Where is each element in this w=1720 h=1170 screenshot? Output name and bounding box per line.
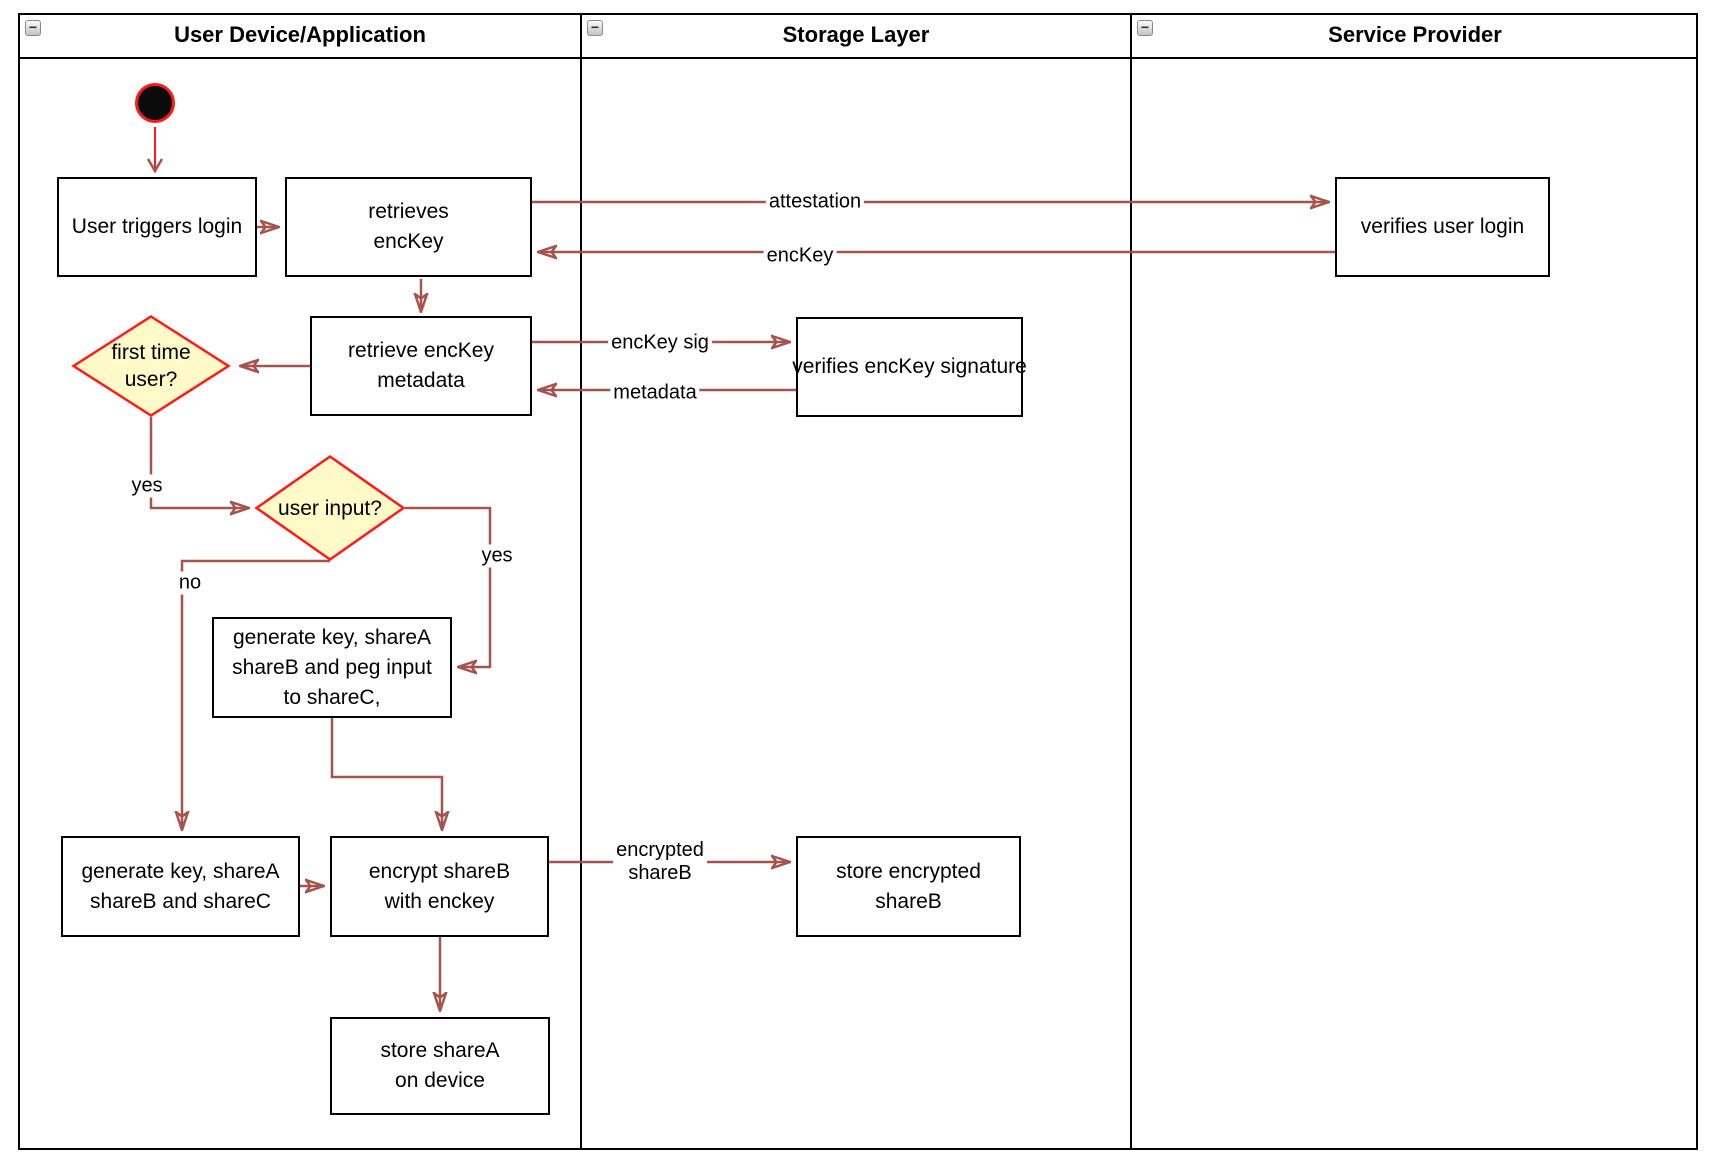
node-generate-key-shares[interactable]: generate key, shareA shareB and shareC bbox=[61, 836, 300, 937]
node-retrieves-enckey[interactable]: retrieves encKey bbox=[285, 177, 532, 277]
edge-label-yes-first-time: yes bbox=[128, 474, 166, 498]
node-store-sharea[interactable]: store shareA on device bbox=[330, 1017, 550, 1115]
lane-header-separator bbox=[18, 57, 1698, 59]
edge-label-enckey-sig: encKey sig bbox=[608, 331, 712, 355]
node-verifies-enckey-signature[interactable]: verifies encKey signature bbox=[792, 317, 1027, 417]
lane-header-user-device[interactable]: User Device/Application bbox=[20, 13, 580, 57]
swimlane-pool bbox=[18, 13, 1698, 1150]
collapse-icon[interactable]: − bbox=[587, 20, 603, 36]
lane-divider-2 bbox=[1130, 13, 1132, 1150]
decision-user-input[interactable]: user input? bbox=[254, 454, 406, 562]
node-store-encrypted-shareb[interactable]: store encrypted shareB bbox=[796, 836, 1021, 937]
node-label: store shareA on device bbox=[380, 1039, 500, 1092]
lane-divider-1 bbox=[580, 13, 582, 1150]
node-label: verifies user login bbox=[1360, 215, 1525, 238]
node-retrieve-enckey-metadata[interactable]: retrieve encKey metadata bbox=[310, 316, 532, 416]
collapse-icon[interactable]: − bbox=[25, 20, 41, 36]
lane-title-user-device: User Device/Application bbox=[174, 22, 426, 47]
node-label: encrypt shareB with enckey bbox=[368, 859, 511, 913]
node-label: generate key, shareA shareB and peg inpu… bbox=[232, 625, 432, 709]
node-user-triggers-login[interactable]: User triggers login bbox=[57, 177, 257, 277]
node-label: User triggers login bbox=[71, 215, 243, 238]
lane-header-storage-layer[interactable]: Storage Layer bbox=[582, 13, 1130, 57]
edge-label-attestation: attestation bbox=[765, 190, 865, 214]
lane-header-service-provider[interactable]: Service Provider bbox=[1132, 13, 1698, 57]
lane-title-storage-layer: Storage Layer bbox=[782, 22, 930, 47]
decision-label: first time user? bbox=[111, 341, 191, 391]
node-label: verifies encKey signature bbox=[792, 355, 1027, 378]
lane-title-service-provider: Service Provider bbox=[1328, 22, 1502, 47]
edge-label-yes-user-input: yes bbox=[478, 544, 516, 568]
edge-label-no-user-input: no bbox=[175, 571, 205, 595]
edge-label-metadata: metadata bbox=[610, 381, 700, 405]
decision-label: user input? bbox=[278, 496, 382, 520]
node-label: retrieve encKey metadata bbox=[348, 339, 494, 392]
edge-label-enckey: encKey bbox=[763, 244, 837, 268]
start-node[interactable] bbox=[135, 83, 175, 123]
node-label: store encrypted shareB bbox=[836, 859, 981, 913]
edge-label-encrypted-shareb: encrypted shareB bbox=[613, 839, 707, 885]
node-verifies-user-login[interactable]: verifies user login bbox=[1335, 177, 1550, 277]
node-encrypt-shareb[interactable]: encrypt shareB with enckey bbox=[330, 836, 549, 937]
node-label: generate key, shareA shareB and shareC bbox=[81, 859, 280, 913]
node-label: retrieves encKey bbox=[368, 200, 449, 253]
decision-first-time-user[interactable]: first time user? bbox=[71, 315, 231, 417]
collapse-icon[interactable]: − bbox=[1137, 20, 1153, 36]
node-generate-peg-input[interactable]: generate key, shareA shareB and peg inpu… bbox=[212, 617, 452, 718]
